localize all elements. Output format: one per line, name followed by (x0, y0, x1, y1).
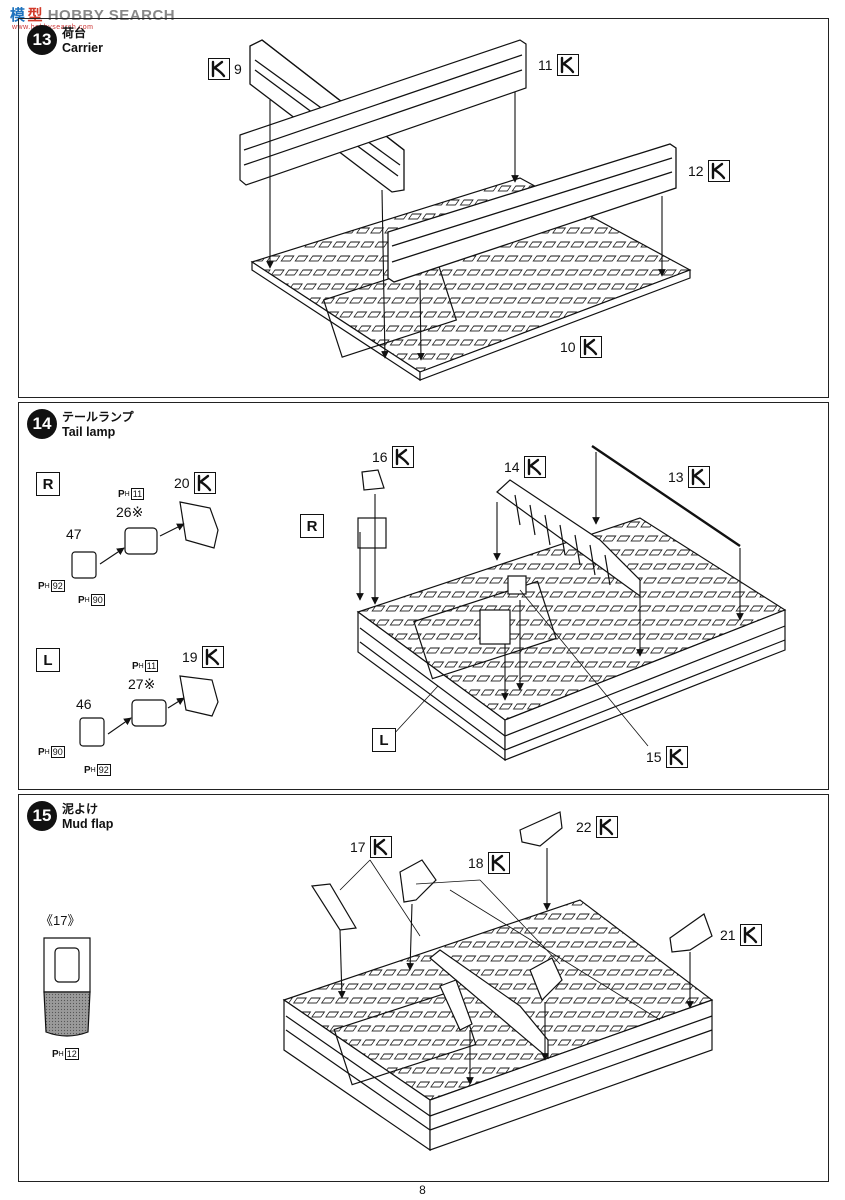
lamp-l-subassembly (79, 675, 219, 747)
part-label-12: 12 (684, 160, 730, 182)
side-l-box-assembly: L (372, 728, 396, 752)
step-14-title-jp: テールランプ (62, 410, 134, 424)
attach-icon (201, 646, 224, 668)
attach-icon (707, 160, 730, 182)
detail-17-flap (43, 937, 91, 1037)
attach-icon (369, 836, 392, 858)
rod-13 (591, 445, 741, 547)
gate-14 (496, 479, 641, 598)
step-14-number: 14 (27, 409, 57, 439)
part-label-17: 17 (346, 836, 392, 858)
attach-icon (595, 816, 618, 838)
step-13-header: 13 荷台 Carrier (27, 25, 103, 56)
step-13-number: 13 (27, 25, 57, 55)
part-label-21: 21 (716, 924, 762, 946)
step-15-panel: 15 泥よけ Mud flap (18, 794, 829, 1182)
part-label-47: 47 (66, 526, 82, 542)
step-15-number: 15 (27, 801, 57, 831)
step-14-panel: 14 テールランプ Tail lamp (18, 402, 829, 790)
attach-icon (208, 58, 230, 80)
panel-11 (239, 39, 527, 186)
detail-ref-17: 《17》 (40, 913, 81, 928)
watermark-sub: www.hobbysearch.com (12, 24, 94, 31)
attach-icon (687, 466, 710, 488)
rod-15 (449, 889, 661, 1021)
carrier-assembly-15 (282, 899, 714, 1152)
step-14-header: 14 テールランプ Tail lamp (27, 409, 134, 440)
attach-icon (556, 54, 579, 76)
part-label-16: 16 (368, 446, 414, 468)
part-label-46: 46 (76, 696, 92, 712)
part-label-22: 22 (572, 816, 618, 838)
lamp-mount-l (479, 609, 511, 645)
attach-icon (193, 472, 216, 494)
part-label-10: 10 (556, 336, 602, 358)
lamp-r-subassembly (71, 501, 219, 579)
side-l-box: L (36, 648, 60, 672)
watermark-text: HOBBY SEARCH (47, 7, 176, 24)
part-label-27: 27※ (128, 676, 156, 692)
part-label-26: 26※ (116, 504, 144, 520)
step-15-header: 15 泥よけ Mud flap (27, 801, 113, 832)
attach-icon (523, 456, 546, 478)
part-label-11: 11 (534, 54, 579, 76)
leader-15 (519, 589, 649, 747)
step-13-title-jp: 荷台 (62, 26, 87, 40)
side-r-box-assembly: R (300, 514, 324, 538)
part-label-14: 14 (500, 456, 546, 478)
lamp-mount-r (507, 575, 527, 595)
attach-icon (665, 746, 688, 768)
watermark-cn2: 型 (27, 7, 44, 24)
step-14-title-en: Tail lamp (62, 425, 116, 439)
step-13-title-en: Carrier (62, 41, 103, 55)
watermark-cn1: 模 (10, 7, 26, 24)
page-number: 8 (419, 1183, 426, 1197)
flaps-15 (310, 811, 713, 1031)
attach-icon (739, 924, 762, 946)
leader-l (391, 685, 439, 737)
part-label-13: 13 (664, 466, 710, 488)
part-16 (361, 469, 385, 491)
part-label-9: 9 (208, 58, 246, 80)
panel-12 (387, 143, 677, 283)
gate-15 (429, 949, 549, 1060)
attach-icon (487, 852, 510, 874)
part-label-15: 15 (642, 746, 688, 768)
attach-icon (391, 446, 414, 468)
part-label-19: 19 (178, 646, 224, 668)
part-r-lamp (357, 517, 387, 549)
step-13-panel: 13 荷台 Carrier (18, 18, 829, 398)
attach-icon (579, 336, 602, 358)
step-15-title-en: Mud flap (62, 817, 114, 831)
watermark: 模型 HOBBY SEARCH www.hobbysearch.com (10, 4, 176, 31)
side-r-box: R (36, 472, 60, 496)
part-label-18: 18 (464, 852, 510, 874)
carrier-assembly-14 (356, 517, 787, 762)
step-15-title-jp: 泥よけ (62, 802, 99, 816)
part-label-20: 20 (170, 472, 216, 494)
carrier-bed-13 (250, 177, 692, 382)
